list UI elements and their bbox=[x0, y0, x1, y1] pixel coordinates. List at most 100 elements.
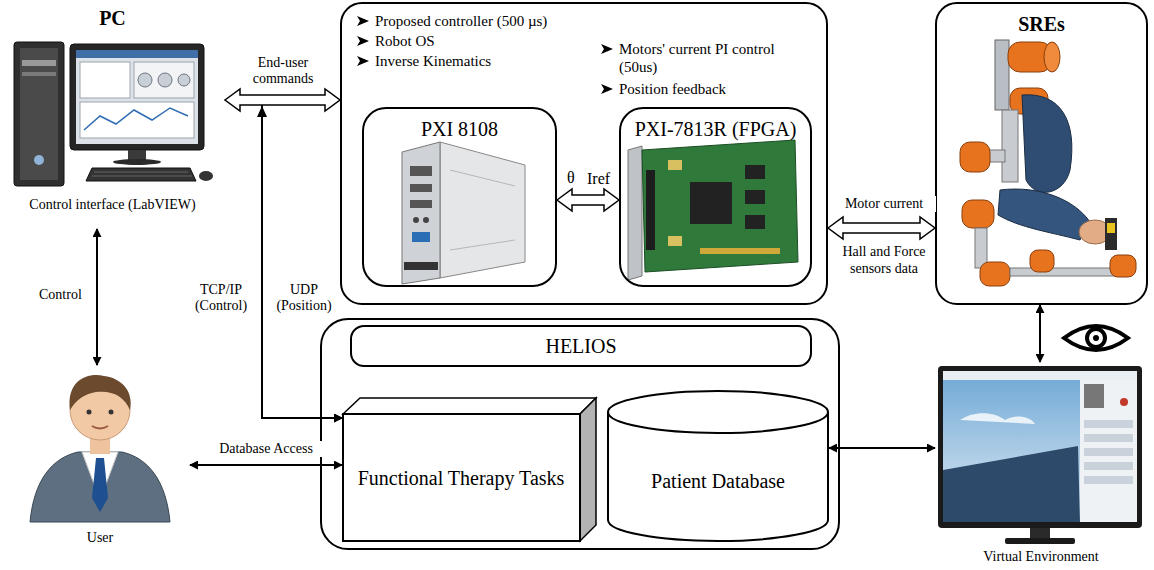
connector-line bbox=[225, 100, 342, 418]
computer-illustration-part bbox=[22, 60, 56, 66]
robot-arm-illustration-part bbox=[1105, 218, 1117, 250]
monitor-illustration-part bbox=[943, 371, 1137, 522]
robot-arm-illustration-part bbox=[975, 228, 987, 268]
monitor-illustration-part bbox=[1084, 420, 1133, 428]
cylinder-shape bbox=[607, 390, 829, 542]
computer-illustration-part bbox=[134, 62, 194, 98]
robot-arm-illustration-part bbox=[1010, 268, 1120, 276]
pxi-controller-illustration-part bbox=[440, 142, 525, 278]
double-arrow bbox=[225, 89, 340, 111]
bullet-arrow-shape bbox=[357, 16, 369, 26]
robot-arm-illustration-part bbox=[1044, 42, 1060, 72]
computer-illustration-part bbox=[20, 48, 58, 180]
eye-symbol-part bbox=[1093, 335, 1099, 341]
pxi-controller-illustration-part bbox=[450, 170, 515, 186]
pxi-controller-illustration-part bbox=[402, 142, 440, 284]
junction-arrowhead bbox=[257, 106, 267, 117]
hardware-box: PXI 8108 bbox=[362, 107, 557, 287]
eye-symbol-part bbox=[1064, 326, 1128, 350]
robot-arm-illustration-part bbox=[995, 40, 1009, 110]
fpga-card-illustration-part bbox=[745, 190, 765, 204]
bullet-arrow-shape bbox=[601, 84, 613, 94]
monitor-illustration-part bbox=[938, 366, 1142, 528]
pxi-controller-illustration-part bbox=[410, 166, 432, 176]
monitor-illustration bbox=[938, 366, 1142, 544]
pxi-controller-illustration-part bbox=[410, 200, 432, 208]
user-figure-part bbox=[30, 452, 170, 522]
cylinder-top bbox=[608, 391, 828, 433]
pxi-controller-illustration-part bbox=[450, 240, 515, 250]
block-label: Functional Therapy Tasks bbox=[352, 417, 570, 539]
fpga-card-illustration-part bbox=[745, 165, 765, 179]
signal-label: Iref bbox=[586, 170, 611, 187]
robot-box: SREs bbox=[935, 2, 1148, 305]
connector-line bbox=[1039, 305, 1041, 362]
monitor-illustration-part bbox=[943, 371, 1137, 380]
node-caption: Virtual Environment bbox=[935, 548, 1147, 565]
edge-label: TCP/IP (Control) bbox=[184, 282, 258, 314]
computer-illustration-part bbox=[86, 168, 196, 181]
edge-label: θ bbox=[566, 170, 576, 186]
box-title: SREs bbox=[937, 12, 1146, 36]
bullet-arrow bbox=[356, 34, 370, 48]
double-arrow bbox=[557, 189, 619, 211]
bullet-arrow bbox=[356, 54, 370, 68]
computer-illustration-part bbox=[14, 42, 64, 186]
cube-side-face bbox=[580, 398, 596, 541]
block-label: Patient Database bbox=[615, 436, 821, 526]
bullet-arrow-shape bbox=[357, 36, 369, 46]
fpga-card-illustration-part bbox=[700, 248, 780, 254]
computer-node: PCControl interface (LabVIEW) bbox=[0, 0, 225, 225]
monitor-illustration-part bbox=[1084, 448, 1133, 456]
computer-illustration-part bbox=[34, 155, 44, 165]
bullet-text: Robot OS bbox=[375, 32, 435, 50]
bullet-text: Position feedback bbox=[619, 80, 726, 98]
fpga-card-illustration-part bbox=[690, 182, 732, 224]
computer-illustration-part bbox=[158, 73, 172, 87]
pxi-controller-illustration-part bbox=[423, 217, 429, 223]
bullet-item: Position feedback bbox=[600, 80, 726, 98]
robot-arm-illustration-part bbox=[960, 142, 990, 172]
bullet-arrow bbox=[356, 14, 370, 28]
monitor-illustration-part bbox=[1030, 528, 1050, 538]
computer-illustration-part bbox=[199, 171, 213, 181]
bullet-arrow bbox=[600, 82, 614, 96]
edge-label: UDP (Position) bbox=[268, 282, 340, 314]
cube-front-face bbox=[343, 414, 580, 541]
robot-arm-illustration-part bbox=[962, 200, 994, 228]
bullet-arrow-shape bbox=[357, 56, 369, 66]
bullet-arrow bbox=[600, 42, 614, 56]
fpga-card-illustration-part bbox=[668, 160, 682, 170]
computer-illustration-part bbox=[138, 73, 152, 87]
connector-line bbox=[829, 447, 935, 449]
fpga-card-illustration-part bbox=[642, 140, 798, 272]
robot-arm-illustration-part bbox=[998, 189, 1090, 240]
box-title: PXI-7813R (FPGA) bbox=[621, 117, 810, 141]
bullet-text: Proposed controller (500 µs) bbox=[375, 12, 547, 30]
robot-arm-illustration-part bbox=[1022, 95, 1072, 193]
monitor-node: Virtual Environment bbox=[935, 362, 1147, 566]
monitor-illustration-part bbox=[1080, 380, 1137, 522]
robot-arm-illustration-part bbox=[1030, 250, 1054, 272]
computer-illustration-part bbox=[76, 50, 198, 58]
pxi-controller-illustration-part bbox=[413, 217, 419, 223]
monitor-illustration-part bbox=[1084, 434, 1133, 442]
user-figure-part bbox=[70, 375, 131, 410]
computer-illustration-part bbox=[94, 172, 188, 173]
node-caption: Control interface (LabVIEW) bbox=[0, 196, 225, 213]
cube-top-face bbox=[343, 398, 596, 414]
robot-arm-illustration-part bbox=[1107, 223, 1115, 233]
bullet-item: Robot OS bbox=[356, 32, 435, 50]
double-arrow bbox=[828, 217, 935, 239]
fpga-card-illustration bbox=[628, 140, 798, 280]
box-title: PXI 8108 bbox=[364, 117, 555, 141]
fpga-card-illustration-part bbox=[745, 215, 765, 229]
monitor-illustration-part bbox=[1084, 384, 1104, 408]
robot-arm-illustration-part bbox=[1110, 255, 1136, 277]
group-header: HELIOS bbox=[350, 325, 812, 367]
edge-label: Database Access bbox=[192, 441, 340, 457]
monitor-illustration-part bbox=[1005, 538, 1075, 544]
computer-illustration-part bbox=[84, 108, 188, 130]
controller-group: Proposed controller (500 µs)Robot OSInve… bbox=[340, 2, 828, 305]
monitor-illustration-part bbox=[1084, 462, 1133, 470]
